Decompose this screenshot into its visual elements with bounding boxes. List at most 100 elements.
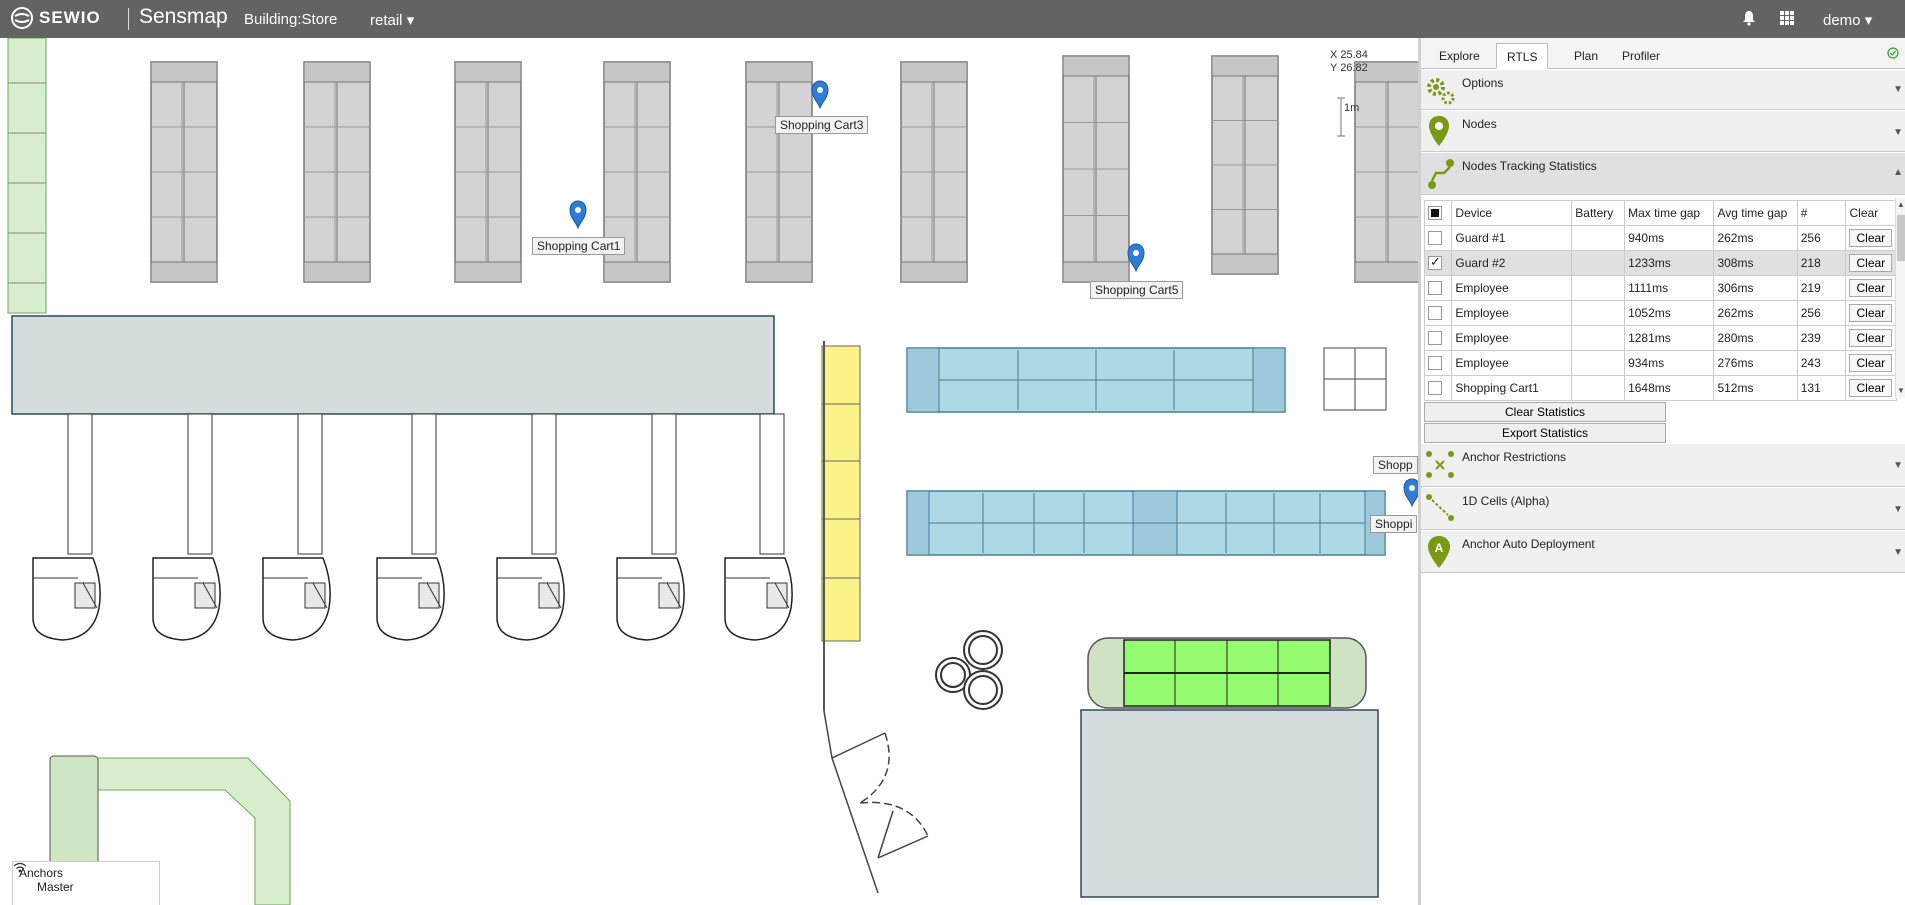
export-statistics-button[interactable]: Export Statistics [1424, 423, 1666, 443]
row-checkbox[interactable] [1428, 356, 1442, 371]
row-checkbox[interactable] [1428, 254, 1442, 271]
row-clear-button[interactable]: Clear [1849, 329, 1893, 347]
pin-label[interactable]: Shopping Cart3 [775, 116, 869, 134]
row-clear-button[interactable]: Clear [1849, 354, 1893, 372]
cell-battery [1571, 325, 1626, 351]
gondola-shelf [1354, 61, 1418, 283]
row-checkbox-cell [1423, 275, 1453, 301]
scroll-thumb[interactable] [1897, 215, 1905, 261]
cell-max-gap: 1111ms [1624, 275, 1715, 301]
building-name[interactable]: Building:Store [244, 11, 338, 28]
row-checkbox[interactable] [1428, 306, 1442, 321]
bell-icon[interactable] [1742, 10, 1756, 26]
section-nodes[interactable]: Nodes ▼ [1421, 111, 1905, 152]
row-checkbox[interactable] [1428, 281, 1442, 296]
scale-label: 1m [1344, 102, 1360, 114]
tab-rtls[interactable]: RTLS [1496, 43, 1549, 69]
project-label: retail [370, 12, 403, 29]
sewio-logo[interactable]: SEWIO [10, 6, 101, 30]
scroll-up-icon[interactable]: ▲ [1897, 200, 1905, 209]
gondola-shelf [454, 61, 522, 283]
svg-text:A: A [1435, 541, 1444, 555]
col-device[interactable]: Device [1451, 200, 1573, 226]
cell-device: Guard #1 [1451, 225, 1573, 251]
row-clear-button[interactable]: Clear [1849, 279, 1893, 297]
floor-map[interactable]: X 25.84 Y 26.82 1m Shopping Cart3 Shoppi… [0, 38, 1418, 905]
chevron-down-icon: ▼ [1893, 460, 1903, 471]
tab-explore[interactable]: Explore [1439, 49, 1480, 63]
cell-max-gap: 934ms [1624, 350, 1715, 376]
section-1d-cells[interactable]: 1D Cells (Alpha) ▼ [1421, 488, 1905, 530]
cell-max-gap: 1281ms [1624, 325, 1715, 351]
cell-count: 243 [1796, 350, 1847, 376]
floorplan-svg [7, 38, 1418, 905]
scroll-down-icon[interactable]: ▼ [1897, 386, 1905, 395]
col-count[interactable]: # [1796, 200, 1847, 226]
legend-item-label: Master [37, 880, 74, 894]
section-anchor-restrictions[interactable]: Anchor Restrictions ▼ [1421, 444, 1905, 487]
clear-statistics-button[interactable]: Clear Statistics [1424, 402, 1666, 422]
section-anchor-auto-deployment[interactable]: A Anchor Auto Deployment ▼ [1421, 531, 1905, 573]
table-scrollbar[interactable]: ▲ ▼ [1895, 198, 1905, 398]
tab-profiler[interactable]: Profiler [1622, 49, 1661, 63]
location-pin-icon [1429, 116, 1449, 146]
entry-doors [823, 710, 929, 894]
checkout-counter [616, 413, 685, 641]
row-checkbox[interactable] [1428, 231, 1442, 246]
location-pin-icon[interactable] [1403, 478, 1418, 508]
col-max-gap[interactable]: Max time gap [1624, 200, 1715, 226]
row-clear-button[interactable]: Clear [1849, 379, 1893, 397]
cell-device: Shopping Cart1 [1451, 375, 1573, 401]
col-battery[interactable]: Battery [1571, 200, 1626, 226]
col-clear: Clear [1845, 200, 1897, 226]
route-icon [1428, 159, 1454, 189]
row-clear-button[interactable]: Clear [1849, 229, 1893, 247]
tab-plan[interactable]: Plan [1574, 49, 1599, 63]
row-clear-button[interactable]: Clear [1849, 254, 1893, 272]
cell-clear: Clear [1845, 350, 1897, 376]
gondola-shelf [1062, 55, 1130, 283]
gondola-shelf [900, 61, 968, 283]
anchor-restriction-icon [1426, 451, 1454, 478]
scale-bar [1337, 97, 1345, 137]
cell-clear: Clear [1845, 375, 1897, 401]
section-tracking-stats[interactable]: Nodes Tracking Statistics ▲ [1421, 153, 1905, 195]
row-clear-button[interactable]: Clear [1849, 304, 1893, 322]
cell-count: 218 [1796, 250, 1847, 276]
checkout-counter [724, 413, 793, 641]
location-pin-icon[interactable] [811, 80, 829, 110]
row-checkbox[interactable] [1428, 381, 1442, 396]
auto-deploy-icon: A [1428, 536, 1450, 568]
legend-title: Anchors [19, 866, 64, 880]
app-name: Sensmap [139, 5, 228, 28]
pin-label[interactable]: Shoppi [1370, 515, 1418, 533]
pin-label[interactable]: Shopping Cart1 [532, 237, 626, 255]
cell-avg-gap: 512ms [1713, 375, 1798, 401]
user-menu[interactable]: demo ▾ [1823, 11, 1872, 29]
apps-grid-icon[interactable] [1780, 11, 1794, 25]
pin-label[interactable]: Shopp [1373, 456, 1418, 474]
checkout-counter [496, 413, 565, 641]
table-body: Guard #1940ms262ms256ClearGuard #21233ms… [1423, 225, 1897, 401]
anchors-legend: Anchors Master [12, 861, 160, 905]
cell-clear: Clear [1845, 325, 1897, 351]
row-checkbox[interactable] [1428, 331, 1442, 346]
tag-pins [569, 80, 1418, 508]
col-avg-gap[interactable]: Avg time gap [1713, 200, 1798, 226]
pin-label[interactable]: Shopping Cart5 [1090, 281, 1184, 299]
select-all-checkbox[interactable] [1428, 206, 1442, 221]
gear-icon [1427, 78, 1455, 105]
legend-item: Master [13, 862, 153, 894]
section-options[interactable]: Options ▼ [1421, 70, 1905, 110]
display-square [1323, 347, 1387, 411]
location-pin-icon[interactable] [1127, 243, 1145, 273]
location-pin-icon[interactable] [569, 200, 587, 230]
project-dropdown[interactable]: retail ▾ [370, 11, 414, 29]
